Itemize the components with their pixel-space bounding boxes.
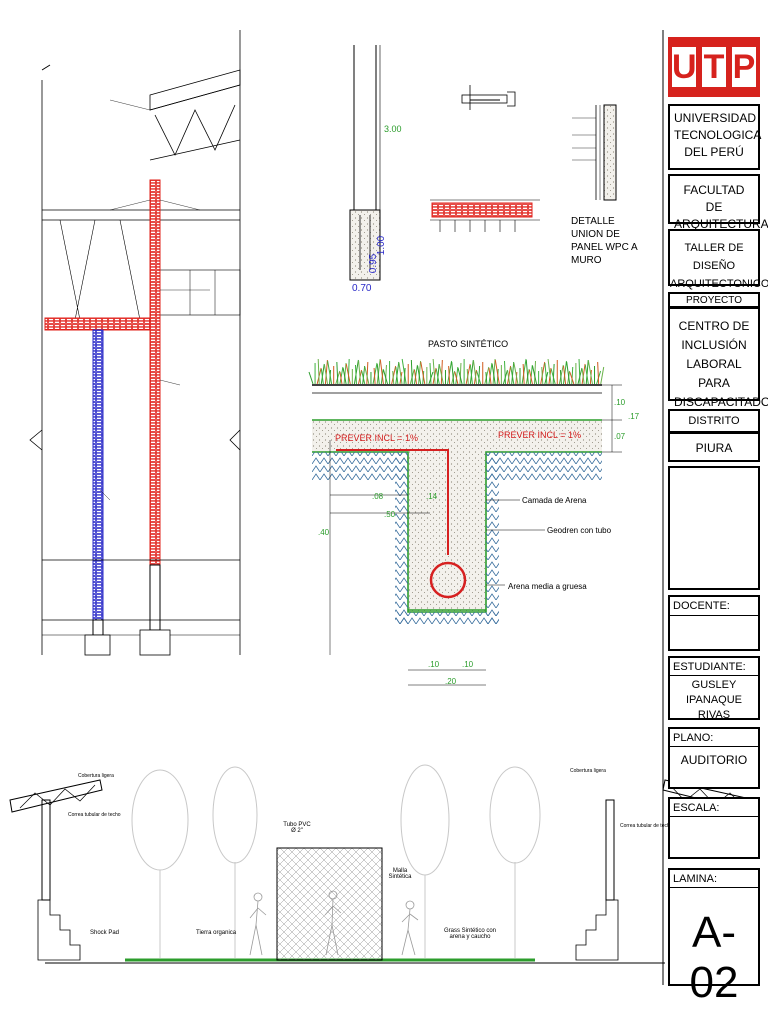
truss-right-label: Correa tubular de techo (620, 823, 673, 829)
district-label-box: DISTRITO (668, 409, 760, 433)
district-box: PIURA (668, 432, 760, 462)
plan-label: PLANO: (673, 732, 714, 744)
dim-17: .17 (628, 412, 640, 421)
teacher-box: DOCENTE: (668, 595, 760, 651)
project-label-box: PROYECTO (668, 292, 760, 308)
column-anchor-detail (349, 45, 381, 281)
logo-letter-p: P (732, 47, 756, 87)
project-name: CENTRO DE INCLUSIÓN LABORAL PARA DISCAPA… (674, 319, 768, 409)
project-label: PROYECTO (686, 295, 742, 306)
dim-20: .20 (445, 677, 457, 686)
district-name: PIURA (695, 441, 733, 455)
dim-40: .40 (318, 528, 330, 537)
beam-detail (461, 85, 516, 110)
grass-title: PASTO SINTÉTICO (428, 339, 509, 349)
tube-label: Tubo PVC Ø 2" (283, 822, 311, 834)
sand-medium-label: Arena media a gruesa (508, 582, 587, 591)
course-box: TALLER DE DISEÑO ARQUITECTONICO V (668, 229, 768, 308)
project-box: CENTRO DE INCLUSIÓN LABORAL PARA DISCAPA… (668, 307, 768, 409)
sheet-number: A-02 (689, 908, 739, 1007)
sheet-label: LAMINA: (673, 873, 718, 885)
dim-14: .14 (426, 492, 438, 501)
dim-10-left: .10 (428, 660, 440, 669)
sand-layer-label: Camada de Arena (522, 496, 587, 505)
faculty-name: FACULTAD DE ARQUITECTURA (674, 183, 768, 231)
student-box: ESTUDIANTE: GUSLEY IPANAQUE RIVAS (668, 656, 760, 721)
wpc-panel-detail (572, 104, 617, 201)
dim-10-right: .10 (462, 660, 474, 669)
logo-letter-u: U (672, 47, 697, 87)
dim-07: .07 (614, 432, 626, 441)
dim-1-00: 1.00 (376, 235, 388, 256)
scale-label: ESCALA: (673, 802, 720, 814)
utp-logo: U T P (668, 37, 760, 97)
wpc-detail-label: DETALLE UNION DE PANEL WPC A MURO (571, 216, 638, 266)
teacher-label: DOCENTE: (673, 600, 730, 612)
mesh-label: Malla Sintética (388, 868, 412, 880)
faculty-box: FACULTAD DE ARQUITECTURA (668, 174, 768, 231)
district-label: DISTRITO (688, 415, 740, 427)
university-box: UNIVERSIDAD TECNOLOGICA DEL PERÚ (668, 104, 762, 170)
plan-box: PLANO: AUDITORIO (668, 727, 760, 789)
dim-0-95: 0.95 (368, 253, 380, 274)
geodrain-label: Geodren con tubo (547, 526, 612, 535)
scale-box: ESCALA: (668, 797, 760, 859)
blank-box (668, 466, 760, 590)
slope-left-label: PREVER INCL = 1% (335, 433, 418, 443)
drainage-detail (308, 358, 622, 686)
student-label: ESTUDIANTE: (673, 661, 746, 673)
dim-50: .50 (384, 510, 396, 519)
student-name: GUSLEY IPANAQUE RIVAS (685, 679, 743, 721)
slope-right-label: PREVER INCL = 1% (498, 430, 581, 440)
dim-10: .10 (614, 398, 626, 407)
plan-name: AUDITORIO (680, 753, 748, 767)
university-name: UNIVERSIDAD TECNOLOGICA DEL PERÚ (674, 111, 762, 159)
cover-left-label: Cobertura ligera (78, 773, 114, 779)
dim-3-00: 3.00 (384, 124, 402, 134)
cover-right-label: Cobertura ligera (570, 768, 606, 774)
truss-left-label: Correa tubular de techo (68, 812, 121, 818)
wall-section-detail (29, 30, 241, 656)
shock-pad-label: Shock Pad (90, 930, 120, 936)
dim-0-70: 0.70 (352, 283, 372, 294)
auditorium-elevation (9, 764, 756, 964)
sheet-box: LAMINA: A-02 (668, 868, 760, 1007)
slab-detail (430, 199, 540, 232)
soil-label: Tierra organica (196, 930, 237, 936)
logo-letter-t: T (702, 47, 726, 87)
dim-08: .08 (372, 492, 384, 501)
grass-label: Grass Sintético con arena y caucho (443, 928, 497, 940)
